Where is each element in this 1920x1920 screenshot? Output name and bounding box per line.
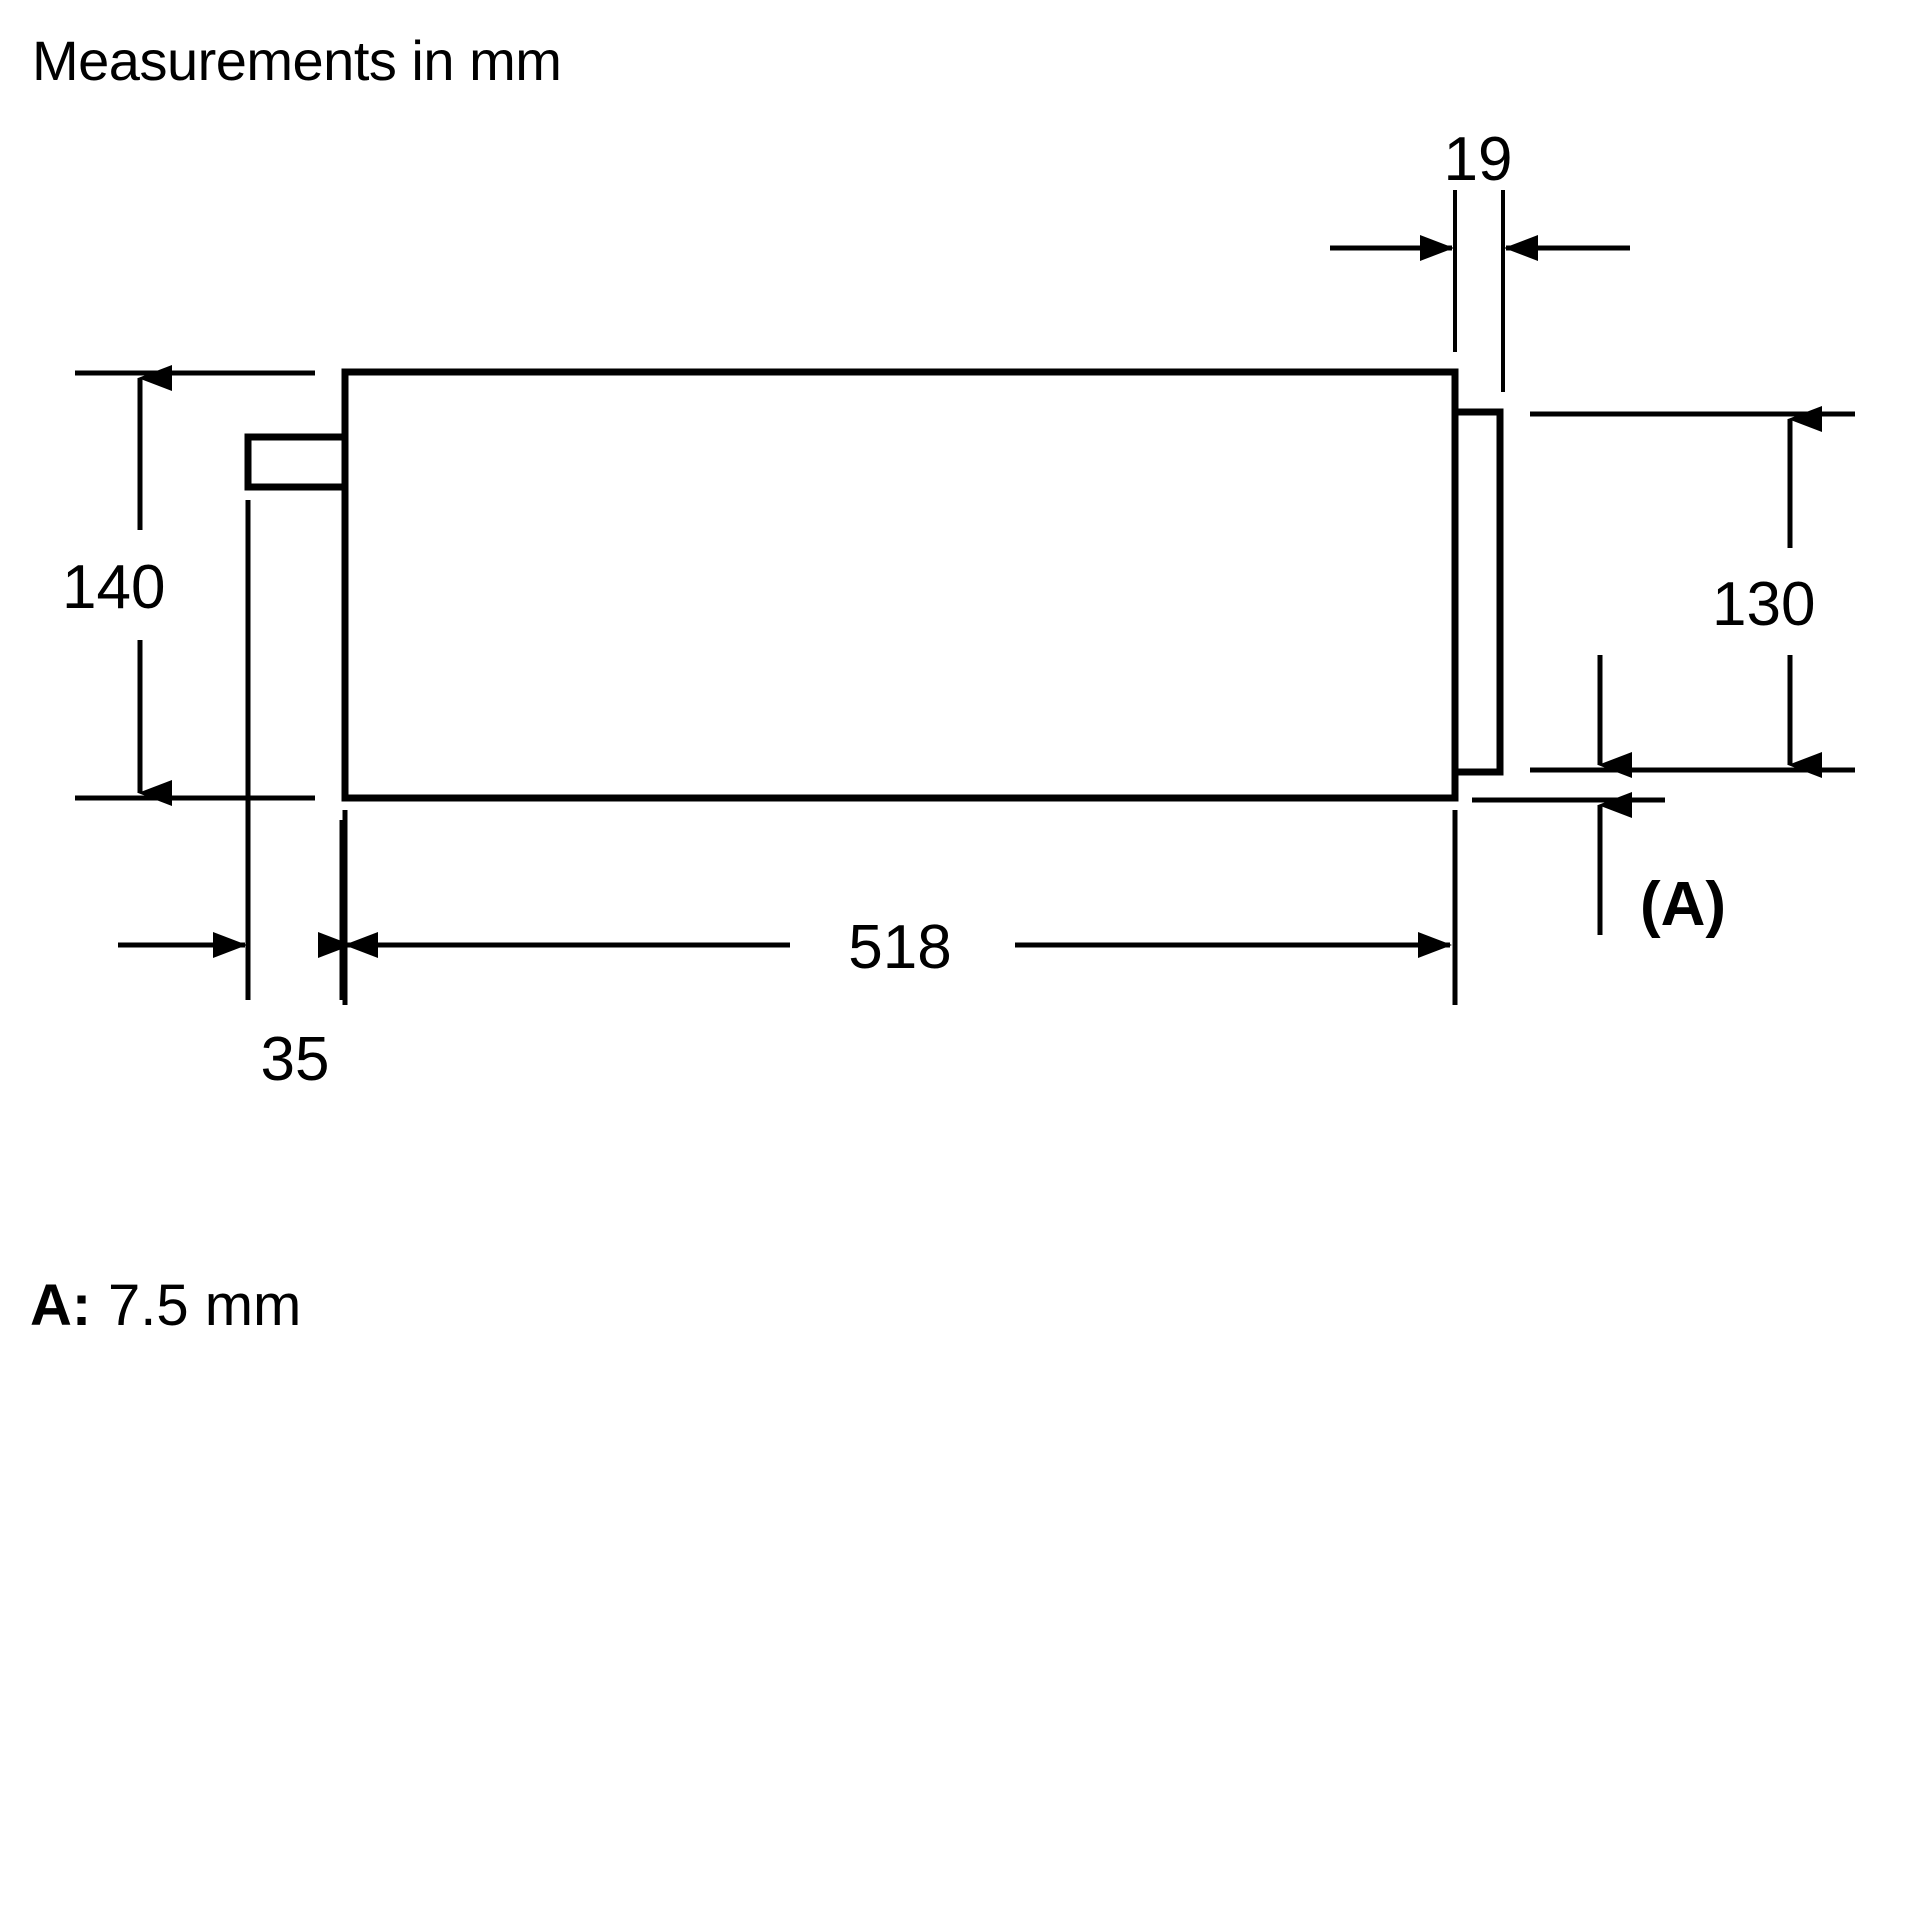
dim-label-a-callout: (A) xyxy=(1640,870,1726,939)
dim-label-35: 35 xyxy=(261,1025,330,1094)
note-a-key: A: xyxy=(30,1273,91,1338)
appliance-body-outline xyxy=(341,368,1459,802)
note-a-value: 7.5 mm xyxy=(108,1273,301,1338)
right-door-panel-outline xyxy=(1455,408,1504,776)
dim-label-130: 130 xyxy=(1712,570,1815,639)
left-handle-tab-outline xyxy=(244,433,349,491)
page-title: Measurements in mm xyxy=(32,29,561,92)
dim-label-518: 518 xyxy=(848,913,951,982)
dim-label-140: 140 xyxy=(62,553,165,622)
dim-label-19: 19 xyxy=(1444,125,1513,194)
